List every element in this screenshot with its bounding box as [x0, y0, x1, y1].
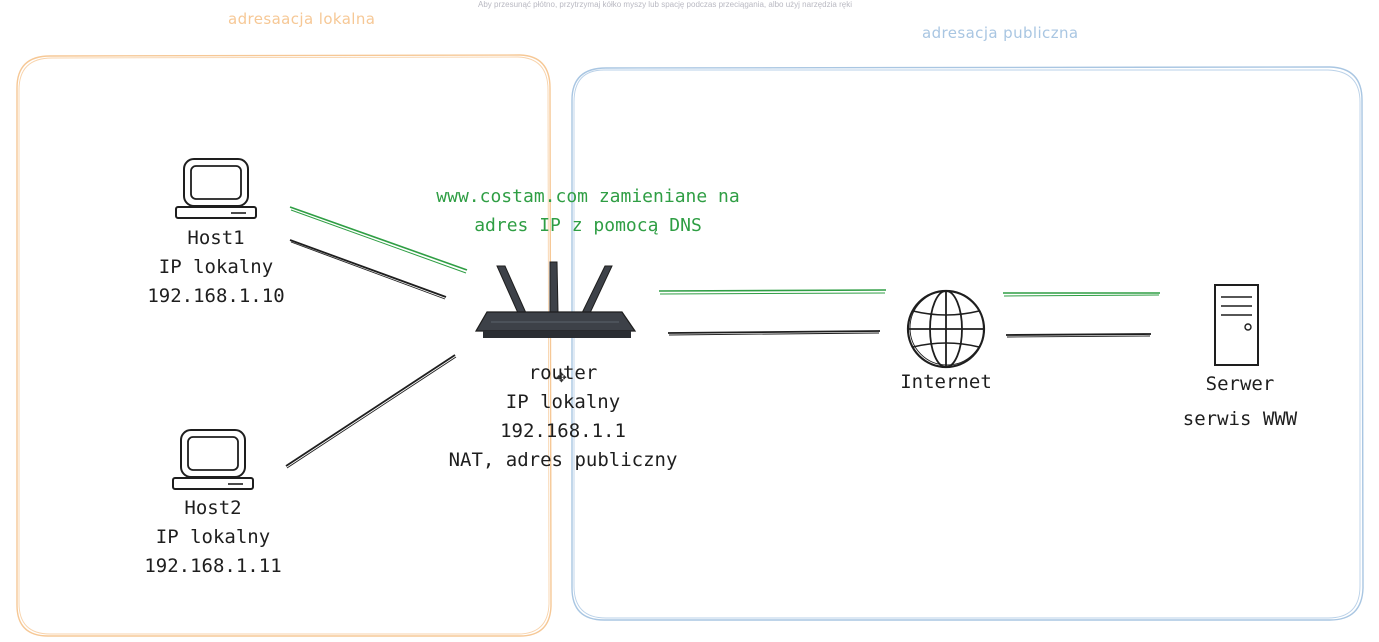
link-internet-server-request[interactable] — [1003, 292, 1160, 297]
server-service: serwis WWW — [1182, 408, 1298, 430]
host1-label[interactable]: Host1 IP lokalny 192.168.1.10 — [147, 224, 284, 311]
router-icon[interactable] — [474, 261, 637, 338]
router-name: router — [528, 362, 598, 384]
host2-name: Host2 — [184, 497, 242, 519]
move-cursor-icon: ✥ — [556, 371, 567, 386]
link-router-internet-request[interactable] — [658, 289, 887, 295]
internet-name: Internet — [900, 371, 992, 393]
host2-ip-type: IP lokalny — [155, 526, 271, 548]
local-zone-title[interactable]: adresaacja lokalna — [228, 10, 376, 28]
public-zone-frame[interactable] — [571, 66, 1364, 621]
link-router-internet[interactable] — [667, 330, 881, 336]
router-label[interactable]: router IP lokalny 192.168.1.1 NAT, adres… — [449, 359, 678, 475]
link-host1-router[interactable] — [289, 239, 447, 300]
canvas-pan-hint: Aby przesunąć płótno, przytrzymaj kółko … — [478, 0, 852, 9]
computer-icon[interactable] — [172, 429, 254, 490]
router-ip-address: 192.168.1.1 — [500, 420, 626, 442]
link-host1-router-request[interactable] — [289, 206, 468, 274]
host1-name: Host1 — [187, 227, 245, 249]
public-zone-title[interactable]: adresacja publiczna — [922, 24, 1079, 42]
router-ip-type: IP lokalny — [505, 391, 621, 413]
host2-ip-address: 192.168.1.11 — [144, 555, 282, 577]
dns-annotation[interactable]: www.costam.com zamieniane na adres IP z … — [436, 182, 739, 240]
dns-annotation-line: www.costam.com zamieniane na — [436, 186, 740, 207]
link-internet-server[interactable] — [1005, 333, 1152, 338]
server-label[interactable]: Serwer serwis WWW — [1183, 370, 1297, 434]
server-icon[interactable] — [1214, 284, 1259, 366]
host1-ip-type: IP lokalny — [158, 256, 274, 278]
local-zone-frame[interactable] — [16, 54, 552, 637]
link-host2-router[interactable] — [285, 354, 457, 469]
host2-label[interactable]: Host2 IP lokalny 192.168.1.11 — [144, 494, 281, 581]
server-name: Serwer — [1205, 373, 1275, 395]
computer-icon[interactable] — [175, 158, 257, 219]
internet-label[interactable]: Internet — [900, 368, 992, 397]
globe-icon[interactable] — [906, 289, 986, 369]
dns-annotation-line: adres IP z pomocą DNS — [474, 215, 702, 236]
host1-ip-address: 192.168.1.10 — [147, 285, 285, 307]
router-nat-note: NAT, adres publiczny — [448, 449, 678, 471]
